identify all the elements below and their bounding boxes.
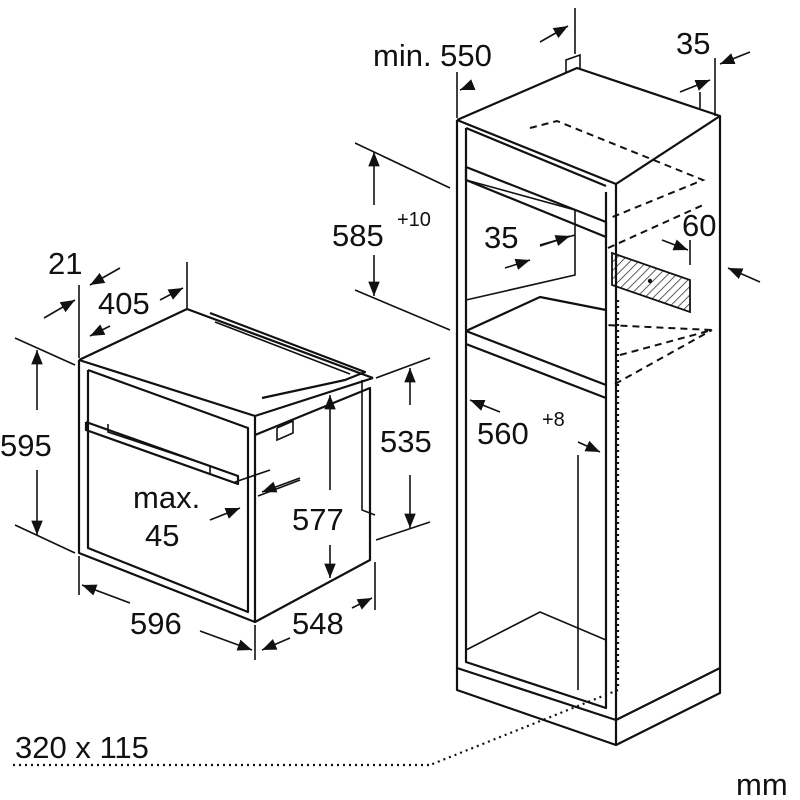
- label-niche-width-tolerance: +8: [542, 409, 565, 431]
- label-door-gap-line1: max.: [133, 480, 200, 515]
- label-oven-body-height: 535: [380, 424, 432, 459]
- label-vent-depth: 60: [682, 208, 716, 243]
- label-oven-depth: 548: [292, 606, 344, 641]
- label-oven-frame-depth: 21: [48, 246, 82, 281]
- label-unit: mm: [736, 767, 788, 800]
- label-niche-depth: min. 550: [373, 38, 492, 73]
- dimension-labels: min. 550 35 585 +10 35 60 560 +8 21 405 …: [0, 26, 788, 800]
- label-oven-width: 596: [130, 606, 182, 641]
- dimension-lines: [14, 8, 761, 690]
- label-niche-height-tolerance: +10: [397, 209, 431, 231]
- label-niche-height: 585: [332, 218, 384, 253]
- label-rear-gap: 35: [676, 26, 710, 61]
- label-inner-offset: 35: [484, 220, 518, 255]
- label-oven-inner-height: 577: [292, 502, 344, 537]
- label-door-gap-line2: 45: [145, 518, 179, 553]
- label-oven-top-depth: 405: [98, 286, 150, 321]
- tall-cabinet: [13, 53, 722, 767]
- label-oven-height: 595: [0, 428, 52, 463]
- label-niche-width: 560: [477, 416, 529, 451]
- label-vent-opening: 320 x 115: [15, 730, 149, 765]
- oven-unit: [77, 307, 376, 624]
